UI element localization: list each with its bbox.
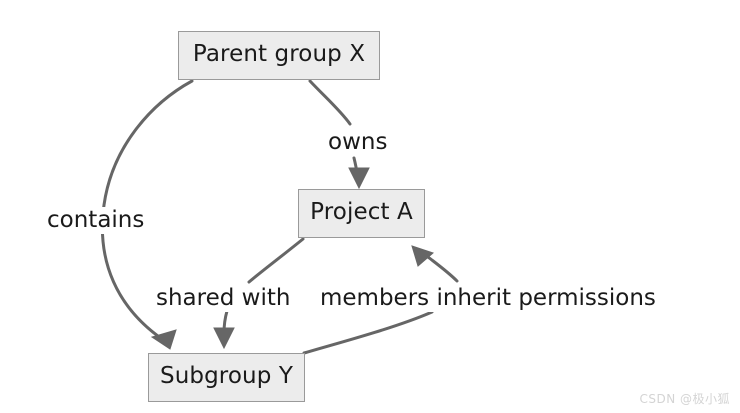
node-parent-group-x[interactable]: Parent group X	[178, 31, 380, 80]
edge-label-members-inherit-permissions: members inherit permissions	[317, 285, 659, 312]
edge-label-shared-with: shared with	[153, 285, 294, 312]
node-subgroup-y-label: Subgroup Y	[160, 363, 293, 389]
edge-members-inherit-permissions	[302, 245, 459, 355]
edge-label-owns: owns	[325, 129, 391, 156]
node-project-a[interactable]: Project A	[298, 189, 425, 238]
edge-owns	[308, 79, 370, 190]
edge-contains	[100, 79, 194, 350]
node-parent-group-x-label: Parent group X	[192, 41, 366, 67]
edge-label-contains: contains	[44, 207, 148, 234]
watermark: CSDN @极小狐	[639, 392, 730, 406]
edge-shared-with	[213, 237, 305, 350]
node-subgroup-y[interactable]: Subgroup Y	[148, 353, 305, 402]
node-project-a-label: Project A	[310, 199, 413, 225]
